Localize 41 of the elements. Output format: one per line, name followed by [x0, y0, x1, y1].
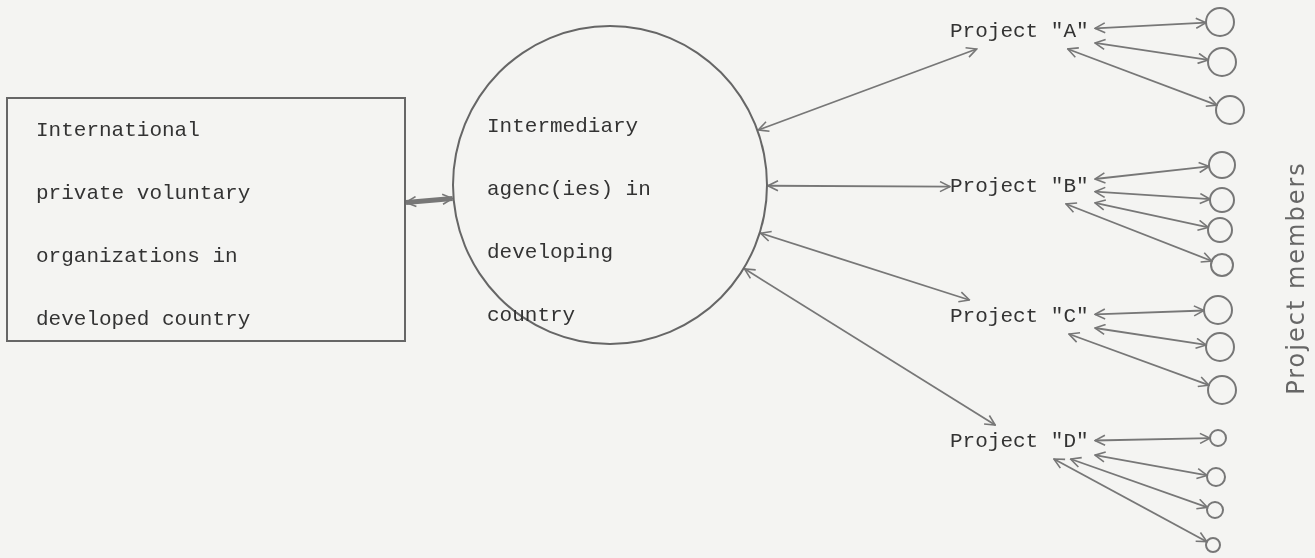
arrow [1068, 331, 1210, 388]
member-circle [1207, 375, 1237, 405]
node-text: Project "B" [950, 174, 1089, 200]
member-circle [1209, 429, 1227, 447]
arrow [1066, 47, 1218, 108]
arrow [759, 230, 971, 303]
arrow [1065, 202, 1213, 263]
organization-box [6, 97, 406, 342]
arrow [1094, 323, 1208, 350]
member-circle [1206, 467, 1226, 487]
member-circle [1205, 7, 1235, 37]
member-circle [1207, 47, 1237, 77]
arrow [1094, 305, 1205, 320]
node-text: Project "C" [950, 304, 1089, 330]
arrow [1094, 38, 1210, 65]
arrow [1094, 432, 1211, 447]
member-circle [1205, 332, 1235, 362]
member-circle [1208, 151, 1236, 179]
member-circle [1207, 217, 1233, 243]
arrow [1094, 451, 1209, 480]
node-text: Project "D" [950, 429, 1089, 455]
arrow [1053, 458, 1208, 543]
agency-circle [452, 25, 768, 345]
member-circle [1203, 295, 1233, 325]
side-label: Project members [1282, 161, 1310, 395]
node-text: International private voluntary organizations in developed country [36, 118, 251, 333]
arrow [1094, 186, 1211, 205]
member-circle [1205, 537, 1221, 553]
arrow [767, 180, 951, 193]
arrow [743, 267, 997, 426]
member-circle [1206, 501, 1224, 519]
arrow [1069, 456, 1209, 510]
node-text: Project "A" [950, 19, 1089, 45]
member-circle [1210, 253, 1234, 277]
arrow [1094, 161, 1210, 184]
arrow [1094, 17, 1207, 34]
arrow [1094, 199, 1210, 231]
double-arrow [405, 193, 454, 208]
arrow [757, 47, 978, 132]
member-circle [1215, 95, 1245, 125]
member-circle [1209, 187, 1235, 213]
